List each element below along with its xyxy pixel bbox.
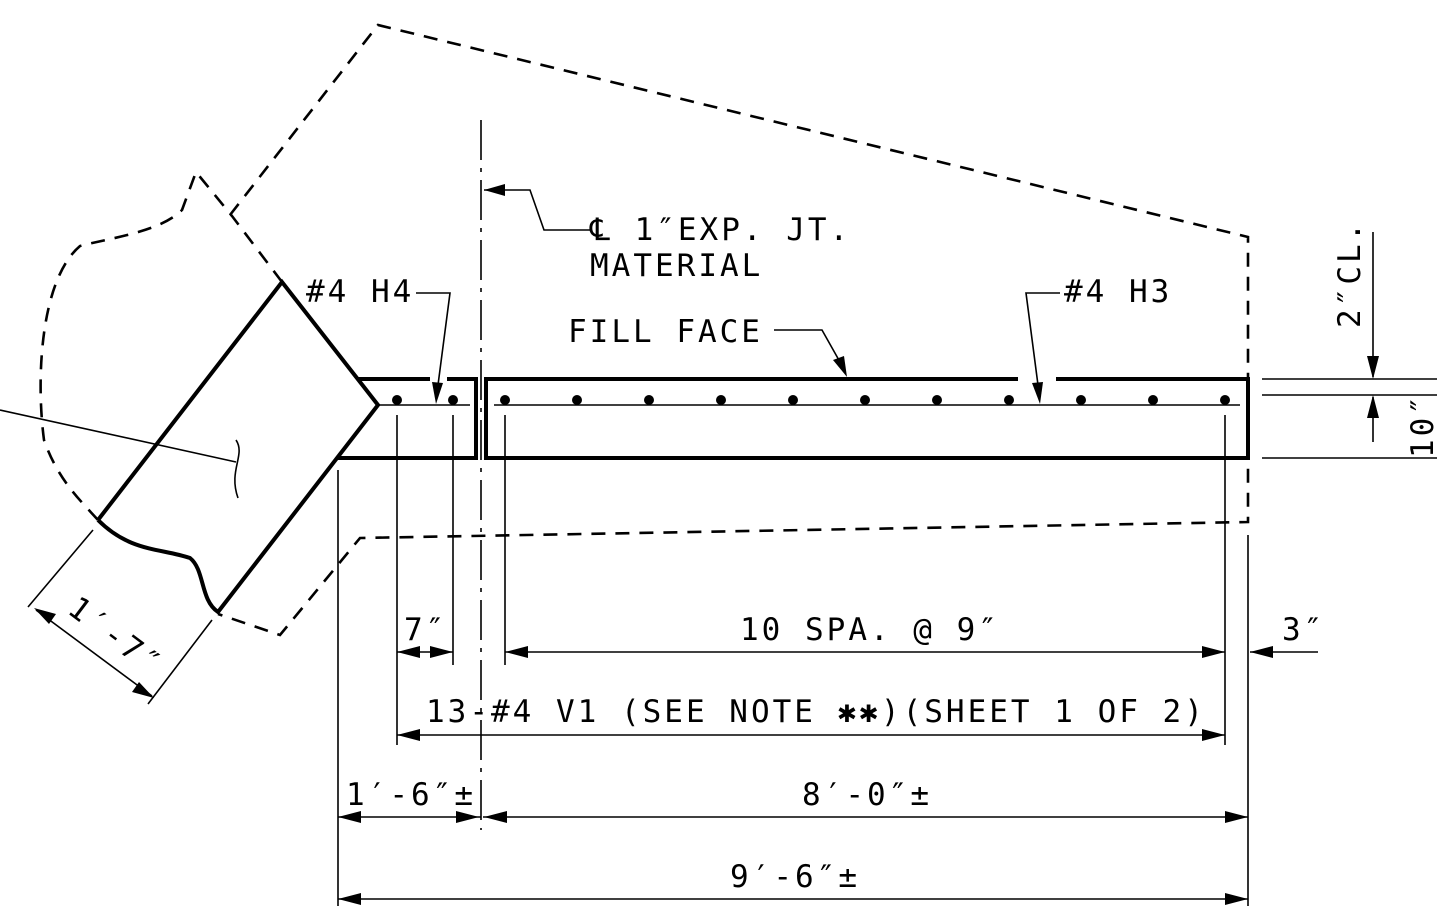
slab-right-segment (484, 377, 1250, 460)
h3-rebar-dot (1148, 395, 1158, 405)
h3-leader (1025, 292, 1060, 386)
dim-7-label: 7″ (404, 612, 447, 648)
dim-spacing-label: 10 SPA. @ 9″ (740, 612, 1000, 648)
wing-dim-line (35, 609, 153, 697)
h3-rebar-dot (644, 395, 654, 405)
h3-rebar-dot (500, 395, 510, 405)
dim-v1-label: 13-#4 V1 (SEE NOTE ✱✱)(SHEET 1 OF 2) (426, 694, 1206, 730)
dim-7-arrow-r (430, 646, 453, 658)
h3-rebar-dots (500, 395, 1230, 405)
dim-3-label: 3″ (1282, 612, 1325, 648)
h4-label: #4 H4 (306, 274, 414, 310)
h3-rebar-dot (1076, 395, 1086, 405)
h3-rebar-dot (932, 395, 942, 405)
wing-ext-2 (147, 619, 213, 705)
cover-arrow-b (1367, 395, 1379, 418)
slab-left-segment-b (338, 377, 478, 460)
h4-rebar-dot (448, 395, 458, 405)
h4-rebar-dots (392, 395, 458, 405)
h3-rebar-dot (716, 395, 726, 405)
wing-ext-1 (27, 529, 94, 608)
dim-8-0-arrow-l (484, 811, 507, 823)
h3-rebar-dot (788, 395, 798, 405)
break-symbol (234, 439, 240, 499)
dim-1-6-arrow-l (338, 811, 361, 823)
h3-rebar-dot (1004, 395, 1014, 405)
h4-leader (416, 292, 451, 386)
dim-9-6-arrow-r (1225, 893, 1248, 905)
dim-9-6-arrow-l (338, 893, 361, 905)
exp-joint-label: ℄ 1″EXP. JT. (589, 212, 851, 248)
h3-arrow (1032, 382, 1043, 404)
wing-dim-arrow-1 (34, 608, 56, 624)
h4-arrow (432, 382, 443, 404)
dashed-outline-left (39, 169, 284, 521)
dim-7-arrow-l (397, 646, 420, 658)
dim-spacing-arrow-r (1202, 646, 1225, 658)
dashed-outline-upper (217, 23, 1250, 637)
dim-1-6-arrow-r (456, 811, 479, 823)
dim-spacing-arrow-l (505, 646, 528, 658)
wing-leader (0, 409, 237, 463)
exp-joint-material-label: MATERIAL (590, 248, 763, 284)
dim-9-6-label: 9′-6″± (730, 859, 860, 895)
exp-joint-arrow (484, 184, 505, 196)
h3-rebar-dot (860, 395, 870, 405)
h3-label: #4 H3 (1064, 274, 1172, 310)
wing-wall-outline (96, 278, 381, 615)
exp-joint-leader (484, 189, 590, 231)
dim-3-arrow (1250, 646, 1273, 658)
fill-face-arrow (833, 356, 847, 377)
dim-8-0-arrow-r (1225, 811, 1248, 823)
thickness-label: 10″ (1405, 393, 1437, 458)
dim-v1-arrow-r (1202, 729, 1225, 741)
h4-rebar-dot (392, 395, 402, 405)
h3-rebar-dot (1220, 395, 1230, 405)
dim-v1-arrow-l (397, 729, 420, 741)
h3-rebar-dot (572, 395, 582, 405)
wing-dim-arrow-2 (132, 682, 154, 698)
fill-face-leader (774, 329, 841, 363)
fill-face-label: FILL FACE (568, 314, 763, 350)
cover-arrow (1367, 356, 1379, 379)
dim-8-0-label: 8′-0″± (802, 777, 932, 813)
cover-label: 2″CL. (1332, 220, 1368, 328)
dim-1-6-label: 1′-6″± (346, 777, 476, 813)
